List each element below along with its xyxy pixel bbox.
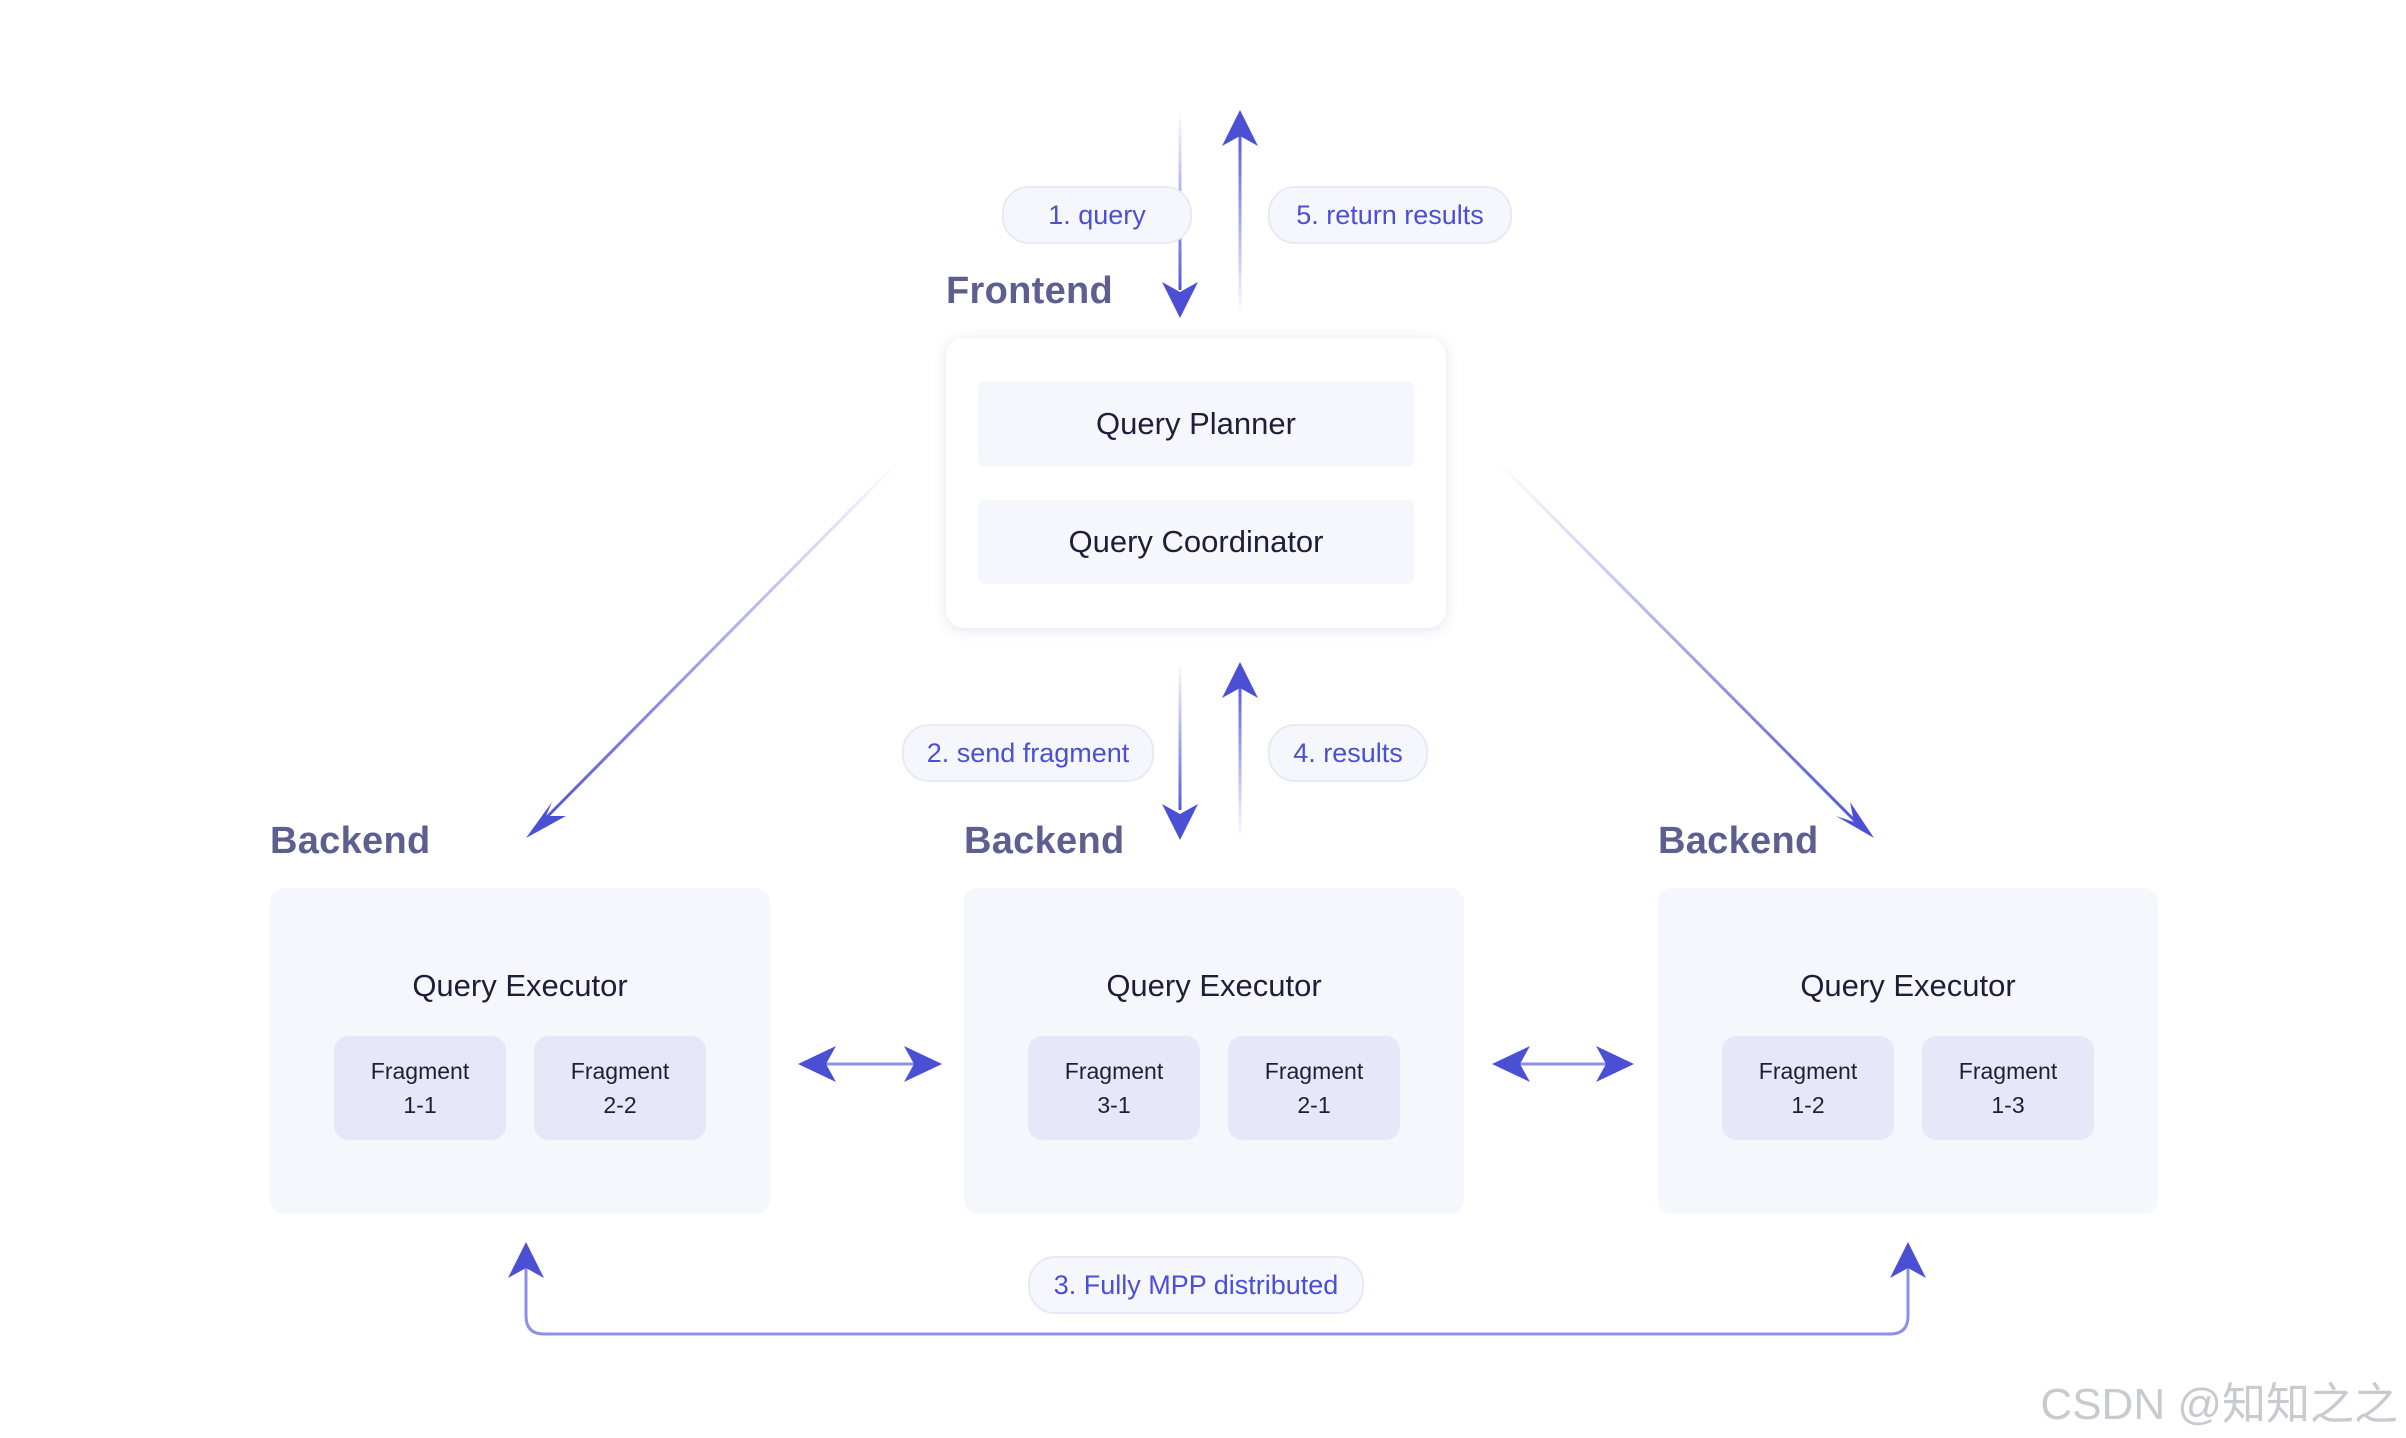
fragment-label: Fragment bbox=[1758, 1058, 1858, 1084]
query-executor-title: Query Executor bbox=[412, 968, 628, 1003]
arrow-results-up bbox=[1222, 662, 1258, 838]
fragment-box: Fragment 1-3 bbox=[1922, 1036, 2094, 1140]
fragment-box: Fragment 1-2 bbox=[1722, 1036, 1894, 1140]
backend-title-left: Backend bbox=[270, 820, 431, 862]
frontend-title: Frontend bbox=[946, 270, 1114, 312]
query-coordinator: Query Coordinator bbox=[978, 500, 1414, 584]
backend-title-middle: Backend bbox=[964, 820, 1125, 862]
label-step-1-query: 1. query bbox=[1002, 186, 1192, 244]
query-executor-title: Query Executor bbox=[1800, 968, 2016, 1003]
fragment-id: 3-1 bbox=[1097, 1092, 1131, 1118]
fragment-box: Fragment 1-1 bbox=[334, 1036, 506, 1140]
fragment-label: Fragment bbox=[370, 1058, 470, 1084]
label-step-3-mpp: 3. Fully MPP distributed bbox=[1028, 1256, 1364, 1314]
label-step-4-results: 4. results bbox=[1268, 724, 1428, 782]
double-arrow-left-middle bbox=[798, 1046, 942, 1082]
watermark: CSDN @知知之之 bbox=[2040, 1380, 2398, 1429]
backend-card-left: Query Executor Fragment 1-1 Fragment 2-2 bbox=[270, 888, 770, 1214]
fragment-box: Fragment 2-1 bbox=[1228, 1036, 1400, 1140]
query-planner: Query Planner bbox=[978, 382, 1414, 466]
frontend-card: Query Planner Query Coordinator bbox=[946, 338, 1446, 628]
fragment-label: Fragment bbox=[1264, 1058, 1364, 1084]
arrow-return-results-up bbox=[1222, 110, 1258, 316]
fragment-label: Fragment bbox=[570, 1058, 670, 1084]
query-executor-title: Query Executor bbox=[1106, 968, 1322, 1003]
double-arrow-middle-right bbox=[1492, 1046, 1634, 1082]
fragment-id: 2-2 bbox=[603, 1092, 637, 1118]
fragment-id: 1-3 bbox=[1991, 1092, 2025, 1118]
fragment-label: Fragment bbox=[1958, 1058, 2058, 1084]
fragment-label: Fragment bbox=[1064, 1058, 1164, 1084]
arrow-frontend-to-left-backend bbox=[526, 460, 900, 838]
fragment-id: 2-1 bbox=[1297, 1092, 1331, 1118]
fragment-id: 1-1 bbox=[403, 1092, 437, 1118]
fragment-box: Fragment 2-2 bbox=[534, 1036, 706, 1140]
fragment-box: Fragment 3-1 bbox=[1028, 1036, 1200, 1140]
backend-card-middle: Query Executor Fragment 3-1 Fragment 2-1 bbox=[964, 888, 1464, 1214]
label-step-5-return-results: 5. return results bbox=[1268, 186, 1512, 244]
label-step-2-send-fragment: 2. send fragment bbox=[902, 724, 1154, 782]
backend-card-right: Query Executor Fragment 1-2 Fragment 1-3 bbox=[1658, 888, 2158, 1214]
arrow-frontend-to-right-backend bbox=[1496, 460, 1874, 838]
arrow-send-fragment-down bbox=[1162, 664, 1198, 840]
fragment-id: 1-2 bbox=[1791, 1092, 1825, 1118]
connector-mpp-distributed bbox=[508, 1242, 1926, 1336]
backend-title-right: Backend bbox=[1658, 820, 1819, 862]
